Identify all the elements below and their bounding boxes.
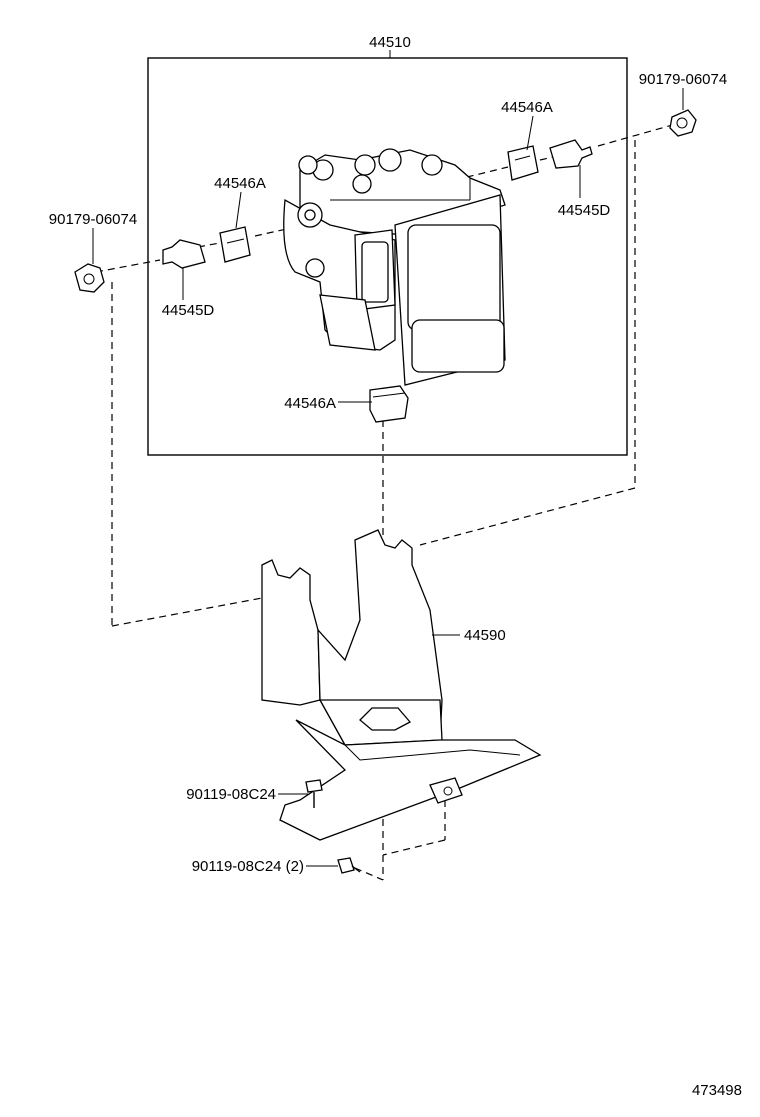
bolt-upper-shape bbox=[305, 779, 323, 808]
bracket-illustration bbox=[261, 529, 542, 841]
callout-nut-right: 90179-06074 bbox=[639, 71, 727, 88]
callout-grommet-top-left: 44546A bbox=[214, 175, 266, 192]
callout-44510: 44510 bbox=[369, 34, 411, 51]
stud-right-shape bbox=[549, 139, 593, 169]
assembly-frame bbox=[147, 57, 628, 456]
callout-grommet-top-right: 44546A bbox=[501, 99, 553, 116]
grommet-top-right-shape bbox=[507, 145, 539, 181]
callout-stud-left: 44545D bbox=[162, 302, 215, 319]
nut-right-shape bbox=[669, 109, 697, 137]
stud-left-shape bbox=[162, 239, 206, 269]
callout-leaders bbox=[92, 88, 684, 867]
grommet-top-left-shape bbox=[219, 226, 251, 263]
callout-stud-right: 44545D bbox=[558, 202, 611, 219]
grommet-bottom-shape bbox=[369, 385, 409, 423]
callout-bolt-lower: 90119-08C24 (2) bbox=[192, 858, 304, 875]
bolt-lower-shape bbox=[337, 857, 361, 874]
callout-bolt-upper: 90119-08C24 bbox=[186, 786, 276, 803]
abs-actuator-illustration bbox=[283, 148, 506, 386]
callout-nut-left: 90179-06074 bbox=[49, 211, 137, 228]
callout-grommet-bottom: 44546A bbox=[284, 395, 336, 412]
figure-number: 473498 bbox=[692, 1082, 742, 1099]
nut-left-shape bbox=[74, 263, 105, 293]
callout-44590: 44590 bbox=[464, 627, 506, 644]
